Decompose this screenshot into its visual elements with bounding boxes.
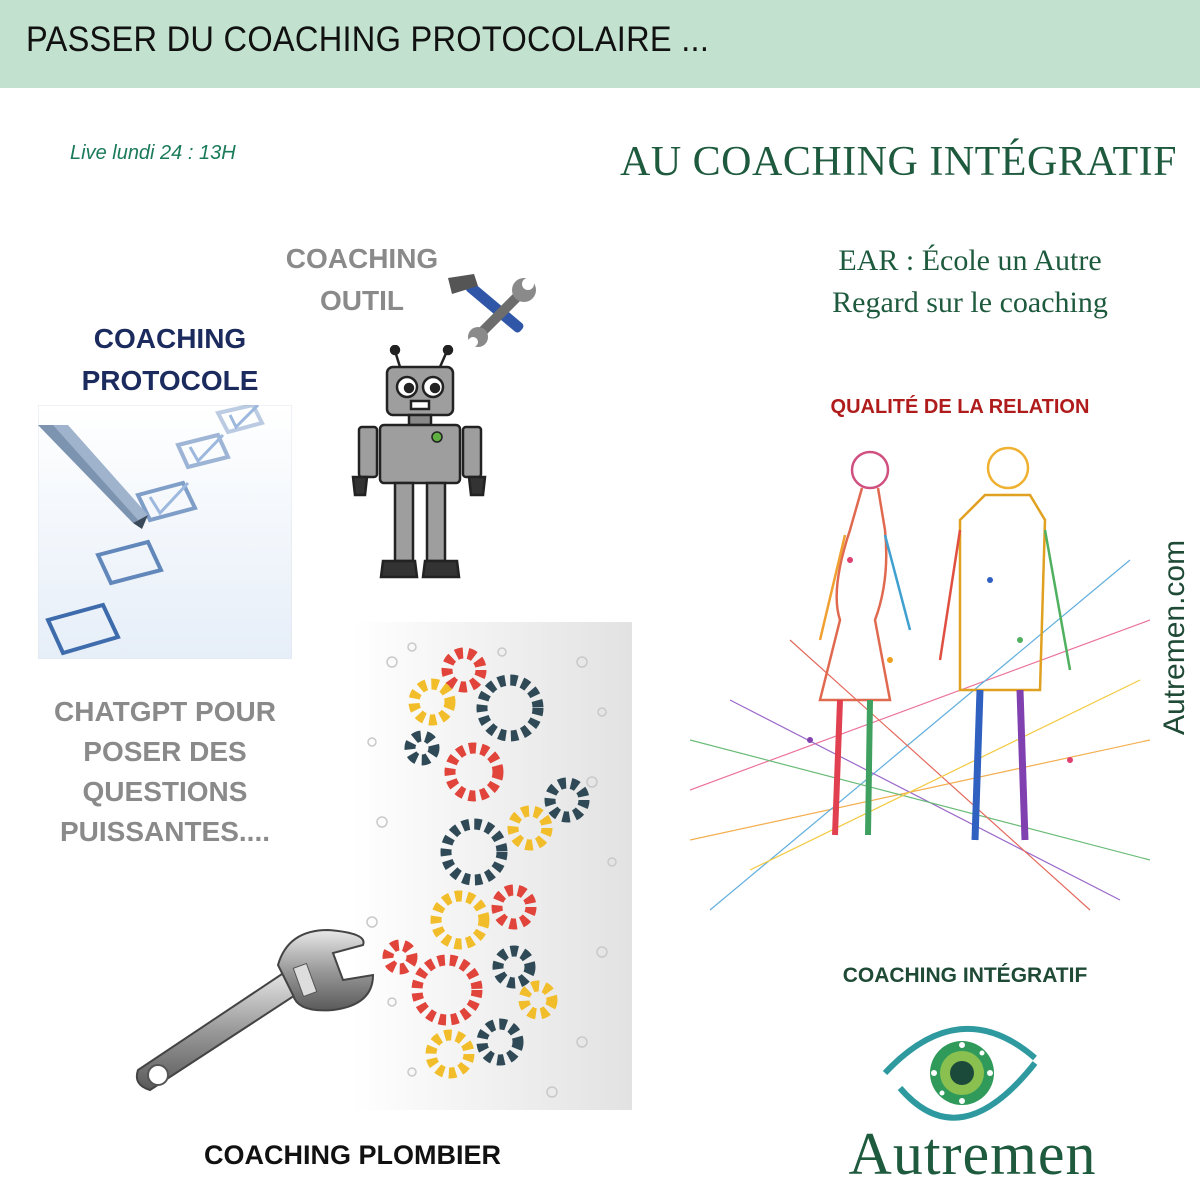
robot-icon — [351, 345, 487, 579]
label-line: COACHING — [285, 243, 439, 274]
website-url: Autremen.com — [1158, 539, 1191, 736]
headline: AU COACHING INTÉGRATIF — [620, 139, 1177, 185]
label-coaching-outil: COACHING OUTIL — [262, 238, 462, 322]
ear-line-2: Regard sur le coaching — [832, 286, 1108, 319]
live-date: Live lundi 24 : 13H — [70, 142, 236, 164]
label-line: CHATGPT POUR — [54, 696, 276, 727]
label-coaching-integratif: COACHING INTÉGRATIF — [842, 964, 1088, 987]
ear-line-1: EAR : École un Autre — [838, 244, 1102, 277]
ear-tagline: EAR : École un Autre Regard sur le coach… — [770, 240, 1170, 324]
gears-icon — [352, 622, 632, 1110]
label-chatgpt: CHATGPT POUR POSER DES QUESTIONS PUISSAN… — [30, 692, 300, 852]
eye-logo-icon — [882, 1025, 1038, 1121]
label-coaching-protocole: COACHING PROTOCOLE — [60, 318, 280, 402]
label-line: QUESTIONS — [82, 776, 248, 807]
label-coaching-plombier: COACHING PLOMBIER — [204, 1140, 501, 1170]
wrench-icon — [135, 928, 375, 1092]
label-line: OUTIL — [320, 285, 404, 316]
header-banner: PASSER DU COACHING PROTOCOLAIRE ... — [0, 0, 1200, 88]
label-line: COACHING — [93, 323, 247, 354]
label-line: POSER DES — [83, 736, 247, 767]
label-line: PROTOCOLE — [81, 365, 259, 396]
label-qualite-relation: QUALITÉ DE LA RELATION — [830, 396, 1090, 418]
brand-name: Autremen — [848, 1121, 1097, 1187]
checklist-icon — [38, 405, 292, 659]
hammer-wrench-icon — [448, 274, 536, 347]
banner-title: PASSER DU COACHING PROTOCOLAIRE ... — [26, 20, 710, 59]
label-line: PUISSANTES.... — [59, 816, 271, 847]
couple-figures-icon — [690, 446, 1150, 911]
